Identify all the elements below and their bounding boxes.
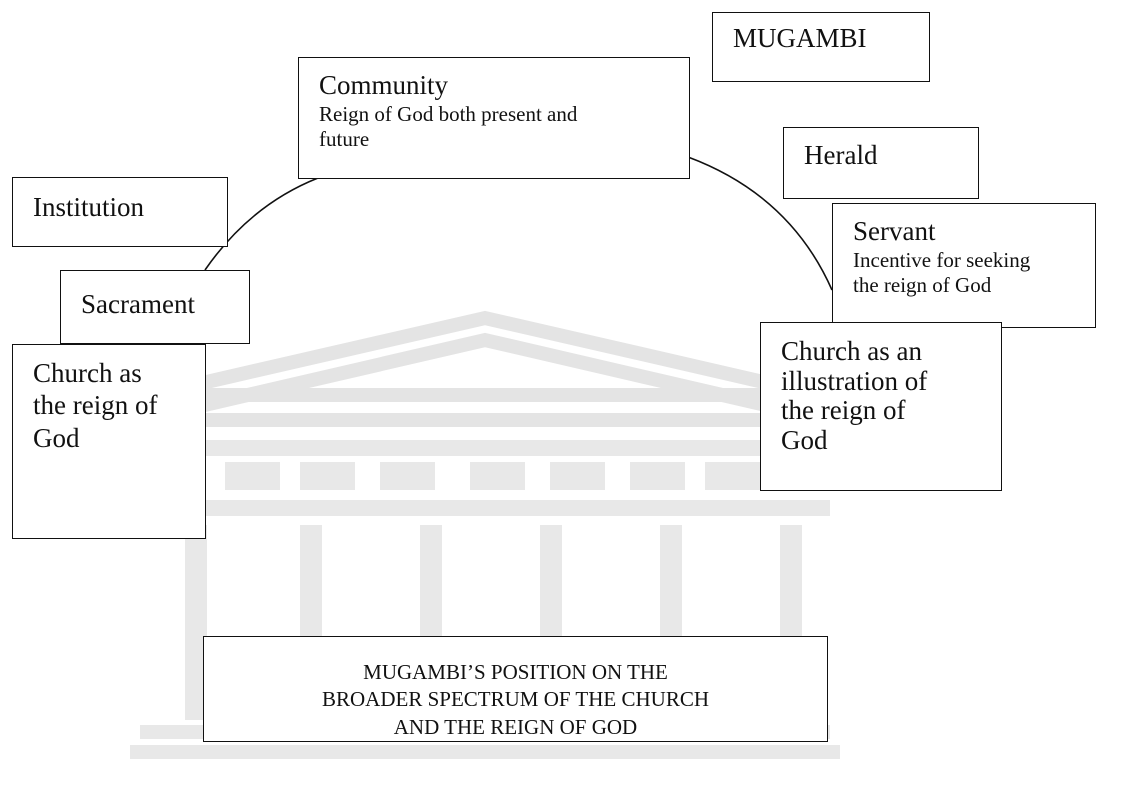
- mugambi-title-box: MUGAMBI: [712, 12, 930, 82]
- institution-label: Institution: [33, 192, 145, 222]
- church-illustration-line1: Church as an: [781, 336, 922, 366]
- church-reign-line2: the reign of: [33, 390, 158, 421]
- servant-description-line1: Incentive for seeking: [853, 247, 1031, 272]
- servant-label: Servant: [853, 216, 936, 246]
- servant-box: Servant Incentive for seeking the reign …: [832, 203, 1096, 328]
- caption-line3: AND THE REIGN OF GOD: [393, 714, 638, 739]
- church-illustration-line2: illustration of: [781, 365, 928, 396]
- caption-line2: BROADER SPECTRUM OF THE CHURCH: [321, 687, 709, 712]
- community-description-line2: future: [319, 126, 370, 151]
- church-illustration-line4: God: [781, 425, 828, 456]
- servant-description-line2: the reign of God: [853, 272, 992, 297]
- community-box: Community Reign of God both present and …: [298, 57, 690, 179]
- mugambi-title: MUGAMBI: [733, 23, 867, 53]
- sacrament-label: Sacrament: [81, 289, 195, 319]
- church-reign-box: Church as the reign of God: [12, 344, 206, 539]
- community-label: Community: [319, 70, 449, 100]
- sacrament-box: Sacrament: [60, 270, 250, 344]
- herald-label: Herald: [804, 140, 878, 170]
- church-reign-line3: God: [33, 422, 80, 453]
- caption-line1: MUGAMBI’S POSITION ON THE: [363, 660, 668, 684]
- herald-box: Herald: [783, 127, 979, 199]
- church-illustration-line3: the reign of: [781, 395, 906, 426]
- church-illustration-box: Church as an illustration of the reign o…: [760, 322, 1002, 491]
- institution-box: Institution: [12, 177, 228, 247]
- community-description-line1: Reign of God both present and: [319, 101, 578, 126]
- caption-box: MUGAMBI’S POSITION ON THE BROADER SPECTR…: [203, 636, 828, 742]
- church-reign-line1: Church as: [33, 358, 142, 388]
